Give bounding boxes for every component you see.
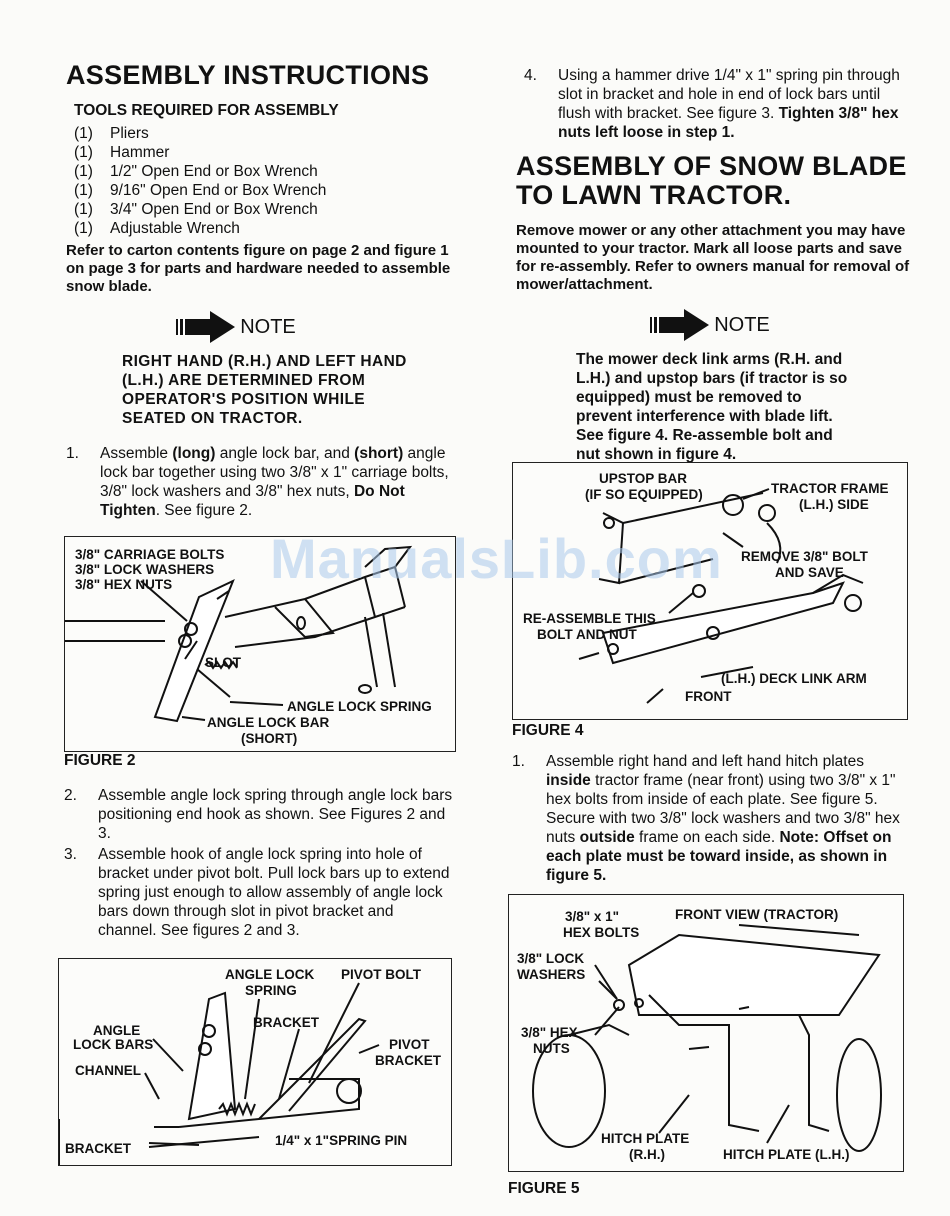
- step-1-hitch: 1. Assemble right hand and left hand hit…: [512, 753, 900, 884]
- tools-heading: TOOLS REQUIRED FOR ASSEMBLY: [74, 102, 339, 119]
- figure-2-caption: FIGURE 2: [64, 752, 136, 769]
- note-label-right: NOTE: [714, 313, 770, 336]
- fig5-label-lock: 3/8" LOCK: [517, 951, 585, 966]
- fig5-label-hitch-plate-lh: HITCH PLATE (L.H.): [723, 1147, 850, 1162]
- figure-4-caption: FIGURE 4: [512, 722, 584, 739]
- tool-item: (1)Adjustable Wrench: [74, 220, 240, 237]
- fig4-label-front: FRONT: [685, 689, 732, 704]
- figure-5-drawing: [532, 924, 882, 1152]
- fig5-label-hitch-plate-rh: HITCH PLATE: [601, 1131, 690, 1146]
- intro-text: Remove mower or any other attachment you…: [516, 222, 910, 293]
- note-header-right: NOTE: [506, 308, 912, 342]
- fig3-label-bracket: BRACKET: [253, 1015, 319, 1030]
- note-header: NOTE: [6, 310, 464, 344]
- fig3-label-angle-lock: ANGLE LOCK: [225, 967, 315, 982]
- fig2-label-angle-lock-spring: ANGLE LOCK SPRING: [287, 699, 432, 714]
- fig2-label-carriage-bolts: 3/8" CARRIAGE BOLTS: [75, 547, 225, 562]
- fig4-label-and-save: AND SAVE: [775, 565, 844, 580]
- arrow-icon: [650, 309, 710, 341]
- figure-4-drawing: [578, 488, 864, 704]
- tool-item: (1)9/16" Open End or Box Wrench: [74, 182, 327, 199]
- left-column: ASSEMBLY INSTRUCTIONS TOOLS REQUIRED FOR…: [66, 60, 464, 520]
- step-2: 2.Assemble angle lock spring through ang…: [64, 787, 453, 842]
- fig3-label-lock-bars: LOCK BARS: [73, 1037, 154, 1052]
- step-1: 1. Assemble (long) angle lock bar, and (…: [66, 445, 449, 519]
- note-label: NOTE: [240, 315, 296, 338]
- figure-2-drawing: [65, 545, 413, 723]
- arrow-icon: [176, 311, 236, 343]
- fig5-label-hex-bolts: HEX BOLTS: [563, 925, 640, 940]
- fig3-label-channel: CHANNEL: [75, 1063, 141, 1078]
- fig4-label-lh-side: (L.H.) SIDE: [799, 497, 869, 512]
- step-4: 4. Using a hammer drive 1/4" x 1" spring…: [524, 67, 900, 141]
- fig5-label-washers: WASHERS: [517, 967, 586, 982]
- tool-item: (1)Hammer: [74, 144, 170, 161]
- page-title: ASSEMBLY INSTRUCTIONS: [66, 60, 430, 90]
- step-3: 3.Assemble hook of angle lock spring int…: [64, 846, 450, 939]
- fig3-label-angle: ANGLE: [93, 1023, 141, 1038]
- fig5-label-size: 3/8" x 1": [565, 909, 620, 924]
- figure-2: 3/8" CARRIAGE BOLTS 3/8" LOCK WASHERS 3/…: [64, 536, 456, 752]
- fig4-label-if-so-equipped: (IF SO EQUIPPED): [585, 487, 703, 502]
- watermark: ManualsLib.com: [270, 527, 723, 590]
- fig2-label-short: (SHORT): [241, 731, 298, 746]
- fig4-label-remove-bolt: REMOVE 3/8" BOLT: [741, 549, 868, 564]
- fig4-label-deck-link-arm: (L.H.) DECK LINK ARM: [721, 671, 867, 686]
- fig5-label-rh: (R.H.): [629, 1147, 665, 1162]
- fig2-label-slot: SLOT: [205, 655, 241, 670]
- fig5-label-front-view: FRONT VIEW (TRACTOR): [675, 907, 839, 922]
- fig2-label-angle-lock-bar: ANGLE LOCK BAR: [207, 715, 330, 730]
- fig2-label-lock-washers: 3/8" LOCK WASHERS: [75, 562, 215, 577]
- fig3-label-bracket-bottom: BRACKET: [65, 1141, 131, 1156]
- figure-3-drawing: [59, 982, 380, 1165]
- fig3-label-pivot: PIVOT: [389, 1037, 430, 1052]
- fig4-label-upstop-bar: UPSTOP BAR: [599, 471, 688, 486]
- figure-3: ANGLE LOCK SPRING PIVOT BOLT BRACKET ANG…: [58, 958, 452, 1166]
- left-steps: 2.Assemble angle lock spring through ang…: [64, 786, 456, 940]
- figure-5: 3/8" x 1" HEX BOLTS FRONT VIEW (TRACTOR)…: [508, 894, 904, 1172]
- fig3-label-pivot-bracket: BRACKET: [375, 1053, 441, 1068]
- fig5-label-nuts: NUTS: [533, 1041, 570, 1056]
- section-title: ASSEMBLY OF SNOW BLADE TO LAWN TRACTOR.: [516, 151, 907, 210]
- note-text: RIGHT HAND (R.H.) AND LEFT HAND (L.H.) A…: [122, 353, 407, 427]
- note-text-right: The mower deck link arms (R.H. and L.H.)…: [576, 351, 848, 463]
- tool-item: (1)1/2" Open End or Box Wrench: [74, 163, 318, 180]
- fig4-label-re-assemble: RE-ASSEMBLE THIS: [523, 611, 656, 626]
- fig5-label-hex: 3/8" HEX: [521, 1025, 578, 1040]
- fig2-label-hex-nuts: 3/8" HEX NUTS: [75, 577, 173, 592]
- fig4-label-tractor-frame: TRACTOR FRAME: [771, 481, 889, 496]
- fig3-label-spring-pin: 1/4" x 1"SPRING PIN: [275, 1133, 408, 1148]
- right-column: 4. Using a hammer drive 1/4" x 1" spring…: [516, 66, 912, 464]
- figure-4: UPSTOP BAR (IF SO EQUIPPED) TRACTOR FRAM…: [512, 462, 908, 720]
- refer-text: Refer to carton contents figure on page …: [66, 242, 451, 295]
- right-step-1: 1. Assemble right hand and left hand hit…: [512, 752, 902, 885]
- figure-5-caption: FIGURE 5: [508, 1180, 580, 1197]
- tool-item: (1)Pliers: [74, 125, 149, 142]
- tool-item: (1)3/4" Open End or Box Wrench: [74, 201, 318, 218]
- tools-list: (1)Pliers (1)Hammer (1)1/2" Open End or …: [66, 124, 464, 238]
- fig4-label-bolt-and-nut: BOLT AND NUT: [537, 627, 637, 642]
- fig3-label-pivot-bolt: PIVOT BOLT: [341, 967, 421, 982]
- fig3-label-spring: SPRING: [245, 983, 297, 998]
